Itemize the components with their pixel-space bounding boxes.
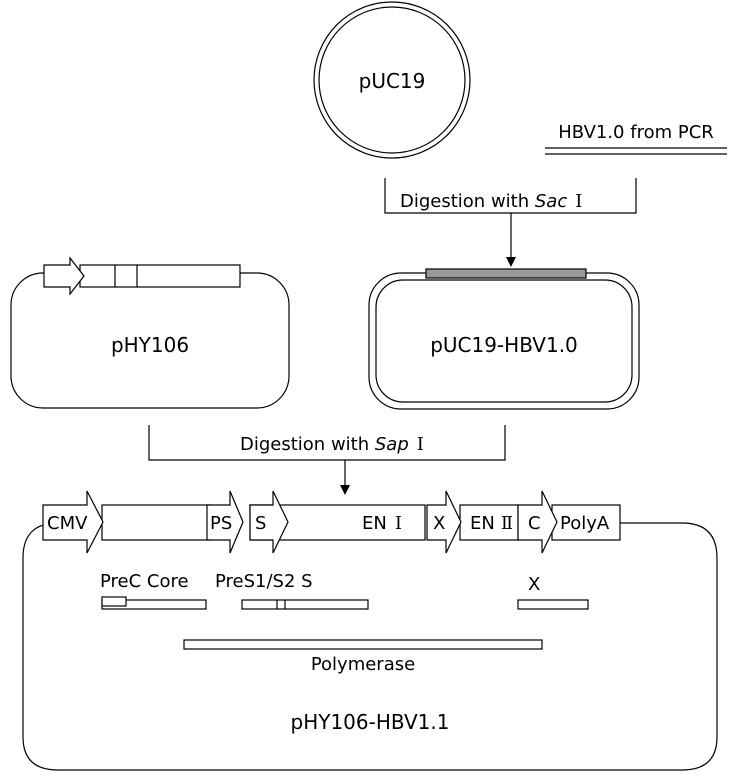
polymerase-label: Polymerase — [311, 654, 415, 675]
c-label: C — [528, 513, 541, 534]
x-arrow — [426, 490, 462, 554]
phy106-label: pHY106 — [111, 333, 189, 357]
puc19-hbv-plasmid — [368, 268, 640, 410]
s-arrow — [249, 490, 289, 554]
s-label: S — [255, 513, 266, 534]
x-orf — [517, 599, 589, 610]
x-label: X — [433, 513, 445, 534]
sac-arrow-head — [506, 257, 516, 267]
phy106-plasmid — [10, 256, 290, 409]
c-arrow — [517, 490, 558, 554]
polya-label: PolyA — [560, 513, 610, 534]
sap-digestion-bracket — [148, 425, 506, 461]
puc19-plasmid — [313, 1, 471, 159]
puc19-hbv-label: pUC19-HBV1.0 — [430, 333, 578, 357]
construct-box-main — [101, 504, 211, 541]
prec-core-orf — [101, 596, 207, 610]
ps-arrow — [206, 490, 244, 554]
x-orf-label: X — [528, 574, 540, 595]
hbv-pcr-label: HBV1.0 from PCR — [558, 122, 714, 143]
final-plasmid-body — [22, 522, 718, 771]
pres-s-orf — [241, 599, 369, 610]
ps-label: PS — [210, 513, 232, 534]
prec-core-label: PreC Core — [100, 571, 189, 592]
polymerase-orf — [183, 639, 543, 650]
puc19-label: pUC19 — [359, 69, 426, 93]
final-plasmid-label: pHY106-HBV1.1 — [291, 710, 450, 734]
phy106-promoter-arrow — [43, 256, 85, 296]
hbv-pcr-fragment — [545, 147, 727, 155]
cmv-arrow — [42, 490, 104, 554]
pres-s-label: PreS1/S2 S — [215, 571, 313, 592]
sap-arrow-head — [340, 485, 350, 495]
cmv-label: CMV — [47, 513, 88, 534]
hbv-insert — [425, 268, 587, 279]
